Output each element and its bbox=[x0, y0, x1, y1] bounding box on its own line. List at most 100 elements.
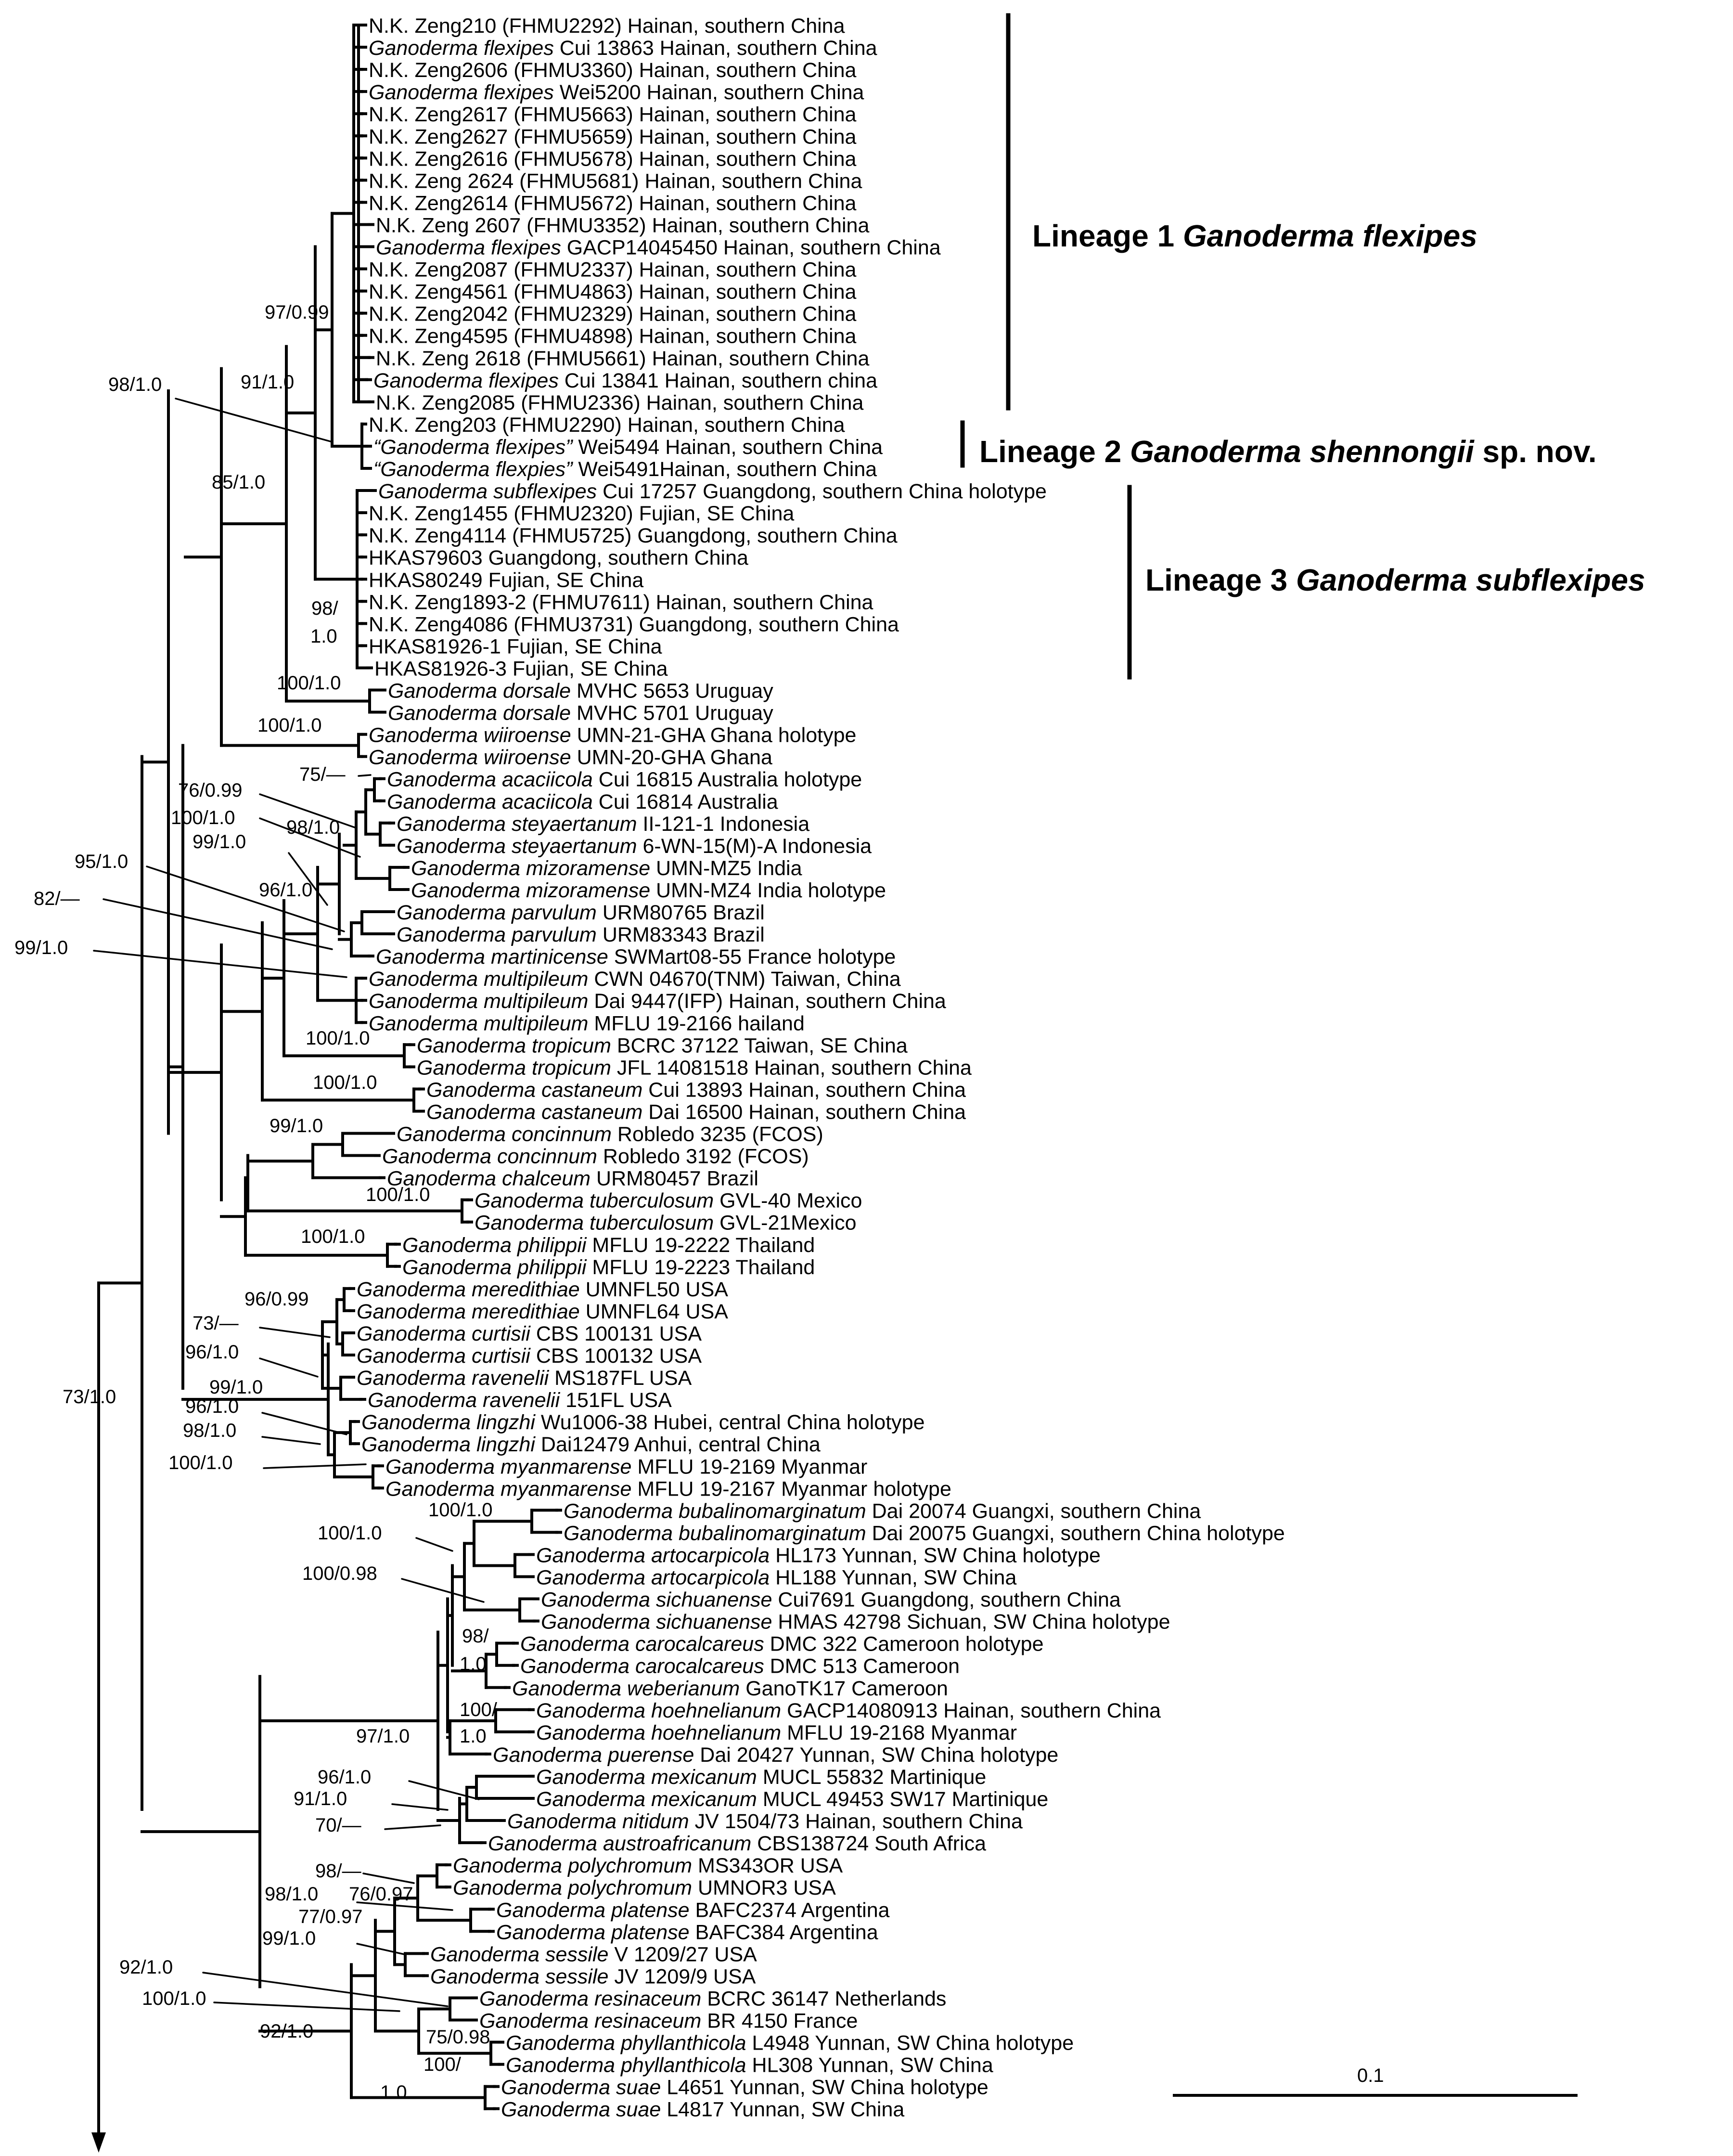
support-value: 75/0.98 bbox=[426, 2027, 490, 2048]
taxon-voucher: Cui 17257 Guangdong, southern China holo… bbox=[597, 480, 1047, 503]
taxon-label: N.K. Zeng 2624 (FHMU5681) Hainan, southe… bbox=[369, 169, 862, 193]
taxon-label: Ganoderma parvulum URM80765 Brazil bbox=[397, 901, 765, 924]
taxon-label: Ganoderma tuberculosum GVL-21Mexico bbox=[475, 1212, 857, 1235]
taxon-voucher: N.K. Zeng1455 (FHMU2320) Fujian, SE Chin… bbox=[369, 502, 794, 525]
taxon-voucher: MS187FL USA bbox=[549, 1367, 692, 1390]
support-value: 1.0 bbox=[460, 1653, 487, 1675]
taxon-voucher: Dai 20075 Guangxi, southern China holoty… bbox=[866, 1522, 1285, 1545]
support-value: 82/— bbox=[34, 888, 80, 909]
taxon-species: Ganoderma phyllanthicola bbox=[506, 2054, 746, 2077]
taxon-label: Ganoderma hoehnelianum MFLU 19-2168 Myan… bbox=[536, 1721, 1017, 1744]
tree-branches bbox=[91, 24, 562, 2153]
taxon-voucher: MUCL 55832 Martinique bbox=[757, 1766, 986, 1789]
support-leader bbox=[263, 1463, 367, 1469]
taxon-label: HKAS81926-3 Fujian, SE China bbox=[374, 657, 668, 680]
taxon-voucher: Dai 20074 Guangxi, southern China bbox=[866, 1499, 1201, 1523]
taxon-species: Ganoderma parvulum bbox=[397, 923, 597, 946]
support-leader bbox=[358, 774, 372, 777]
support-value: 92/1.0 bbox=[260, 2021, 313, 2042]
taxon-species: Ganoderma lingzhi bbox=[361, 1433, 536, 1456]
taxon-label: Ganoderma multipileum MFLU 19-2166 haila… bbox=[369, 1012, 805, 1035]
taxon-voucher: N.K. Zeng 2624 (FHMU5681) Hainan, southe… bbox=[369, 169, 862, 193]
taxon-species: Ganoderma carocalcareus bbox=[520, 1655, 764, 1678]
taxon-label: Ganoderma platense BAFC384 Argentina bbox=[496, 1921, 878, 1944]
taxon-label: HKAS79603 Guangdong, southern China bbox=[369, 546, 748, 569]
taxon-species: Ganoderma polychromum bbox=[453, 1876, 692, 1899]
taxon-voucher: UMN-MZ4 India holotype bbox=[650, 879, 886, 902]
taxon-species: Ganoderma steyaertanum bbox=[397, 813, 637, 836]
support-value: 100/0.98 bbox=[302, 1563, 377, 1584]
taxon-voucher: HL173 Yunnan, SW China holotype bbox=[770, 1544, 1101, 1567]
support-value: 97/0.99 bbox=[265, 302, 329, 323]
taxon-species: Ganoderma wiiroense bbox=[369, 746, 571, 769]
taxon-label: Ganoderma castaneum Dai 16500 Hainan, so… bbox=[426, 1100, 966, 1123]
taxon-label: N.K. Zeng4561 (FHMU4863) Hainan, souther… bbox=[369, 281, 857, 304]
scale-bar-label: 0.1 bbox=[1357, 2065, 1384, 2086]
support-leader bbox=[362, 1872, 415, 1884]
taxon-label: Ganoderma concinnum Robledo 3192 (FCOS) bbox=[382, 1145, 809, 1168]
taxon-voucher: UMN-21-GHA Ghana holotype bbox=[571, 724, 857, 747]
taxon-label: Ganoderma sichuanense Cui7691 Guangdong,… bbox=[541, 1588, 1121, 1612]
taxon-species: Ganoderma ravenelii bbox=[368, 1389, 561, 1412]
support-value: 92/1.0 bbox=[119, 1957, 173, 1978]
support-value: 100/1.0 bbox=[428, 1499, 492, 1521]
lineage-label: Lineage 3 Ganoderma subflexipes bbox=[1145, 563, 1645, 597]
taxon-label: Ganoderma lingzhi Dai12479 Anhui, centra… bbox=[361, 1433, 821, 1456]
support-leader bbox=[146, 865, 345, 932]
support-value: 98/1.0 bbox=[286, 817, 340, 838]
taxon-voucher: BAFC2374 Argentina bbox=[690, 1898, 890, 1922]
taxon-voucher: MFLU 19-2222 Thailand bbox=[586, 1234, 815, 1257]
taxon-species: Ganoderma myanmarense bbox=[385, 1477, 631, 1500]
taxon-species: Ganoderma flexipes bbox=[369, 37, 554, 60]
taxon-species: Ganoderma mizoramense bbox=[411, 879, 650, 902]
support-value: 73/— bbox=[193, 1313, 239, 1334]
taxon-label: Ganoderma philippii MFLU 19-2223 Thailan… bbox=[402, 1256, 815, 1279]
taxon-voucher: JV 1209/9 USA bbox=[608, 1965, 756, 1988]
taxon-species: Ganoderma platense bbox=[496, 1898, 690, 1922]
support-leader bbox=[259, 1327, 331, 1338]
taxon-label: N.K. Zeng2087 (FHMU2337) Hainan, souther… bbox=[369, 258, 857, 282]
taxon-voucher: MFLU 19-2167 Myanmar holotype bbox=[631, 1477, 951, 1500]
support-value: 76/0.97 bbox=[349, 1884, 413, 1905]
support-value: 77/0.97 bbox=[298, 1906, 362, 1927]
taxon-voucher: MS343OR USA bbox=[692, 1854, 843, 1877]
taxon-label: “Ganoderma flexpies” Wei5491Hainan, sout… bbox=[373, 458, 877, 481]
taxon-voucher: N.K. Zeng4114 (FHMU5725) Guangdong, sout… bbox=[369, 524, 898, 547]
support-leader bbox=[93, 950, 347, 978]
taxon-species: Ganoderma lingzhi bbox=[361, 1411, 536, 1434]
taxon-label: Ganoderma myanmarense MFLU 19-2167 Myanm… bbox=[385, 1477, 951, 1500]
taxon-species: Ganoderma chalceum bbox=[387, 1167, 591, 1190]
taxon-species: Ganoderma mexicanum bbox=[536, 1766, 757, 1789]
taxon-species: Ganoderma carocalcareus bbox=[520, 1633, 764, 1656]
taxon-label: Ganoderma multipileum CWN 04670(TNM) Tai… bbox=[369, 968, 901, 991]
taxon-label: Ganoderma hoehnelianum GACP14080913 Hain… bbox=[536, 1699, 1161, 1722]
taxon-species: Ganoderma sichuanense bbox=[541, 1588, 772, 1612]
taxon-label: Ganoderma dorsale MVHC 5653 Uruguay bbox=[388, 680, 773, 703]
taxon-voucher: L4651 Yunnan, SW China holotype bbox=[661, 2076, 988, 2099]
taxon-voucher: URM83343 Brazil bbox=[597, 923, 765, 946]
taxon-species: “Ganoderma flexipes” bbox=[373, 436, 573, 459]
taxon-label: Ganoderma flexipes Wei5200 Hainan, south… bbox=[369, 81, 864, 104]
support-value: 98/ bbox=[462, 1626, 489, 1647]
taxon-voucher: BCRC 36147 Netherlands bbox=[701, 1987, 946, 2010]
taxon-species: Ganoderma curtisii bbox=[357, 1322, 531, 1345]
taxon-species: Ganoderma suae bbox=[501, 2076, 661, 2099]
taxon-label: Ganoderma steyaertanum 6-WN-15(M)-A Indo… bbox=[397, 835, 872, 858]
taxon-label: Ganoderma castaneum Cui 13893 Hainan, so… bbox=[426, 1078, 966, 1101]
support-leader-lines bbox=[93, 398, 485, 2012]
taxon-voucher: HKAS79603 Guangdong, southern China bbox=[369, 546, 748, 569]
taxon-species: Ganoderma weberianum bbox=[512, 1677, 740, 1700]
taxon-species: Ganoderma nitidum bbox=[507, 1810, 689, 1833]
taxon-label: Ganoderma sessile V 1209/27 USA bbox=[430, 1943, 757, 1966]
taxon-label: Ganoderma parvulum URM83343 Brazil bbox=[397, 923, 765, 946]
taxon-voucher: DMC 513 Cameroon bbox=[764, 1655, 960, 1678]
taxon-label: Ganoderma ravenelii 151FL USA bbox=[368, 1389, 672, 1412]
lineage-number: Lineage 3 bbox=[1145, 563, 1296, 597]
taxon-voucher: 6-WN-15(M)-A Indonesia bbox=[637, 835, 872, 858]
taxon-voucher: N.K. Zeng4561 (FHMU4863) Hainan, souther… bbox=[369, 281, 857, 304]
support-value: 98/1.0 bbox=[183, 1420, 236, 1441]
taxon-label: Ganoderma concinnum Robledo 3235 (FCOS) bbox=[397, 1123, 823, 1146]
taxon-label: Ganoderma subflexipes Cui 17257 Guangdon… bbox=[378, 480, 1047, 503]
taxon-voucher: HMAS 42798 Sichuan, SW China holotype bbox=[772, 1611, 1170, 1634]
